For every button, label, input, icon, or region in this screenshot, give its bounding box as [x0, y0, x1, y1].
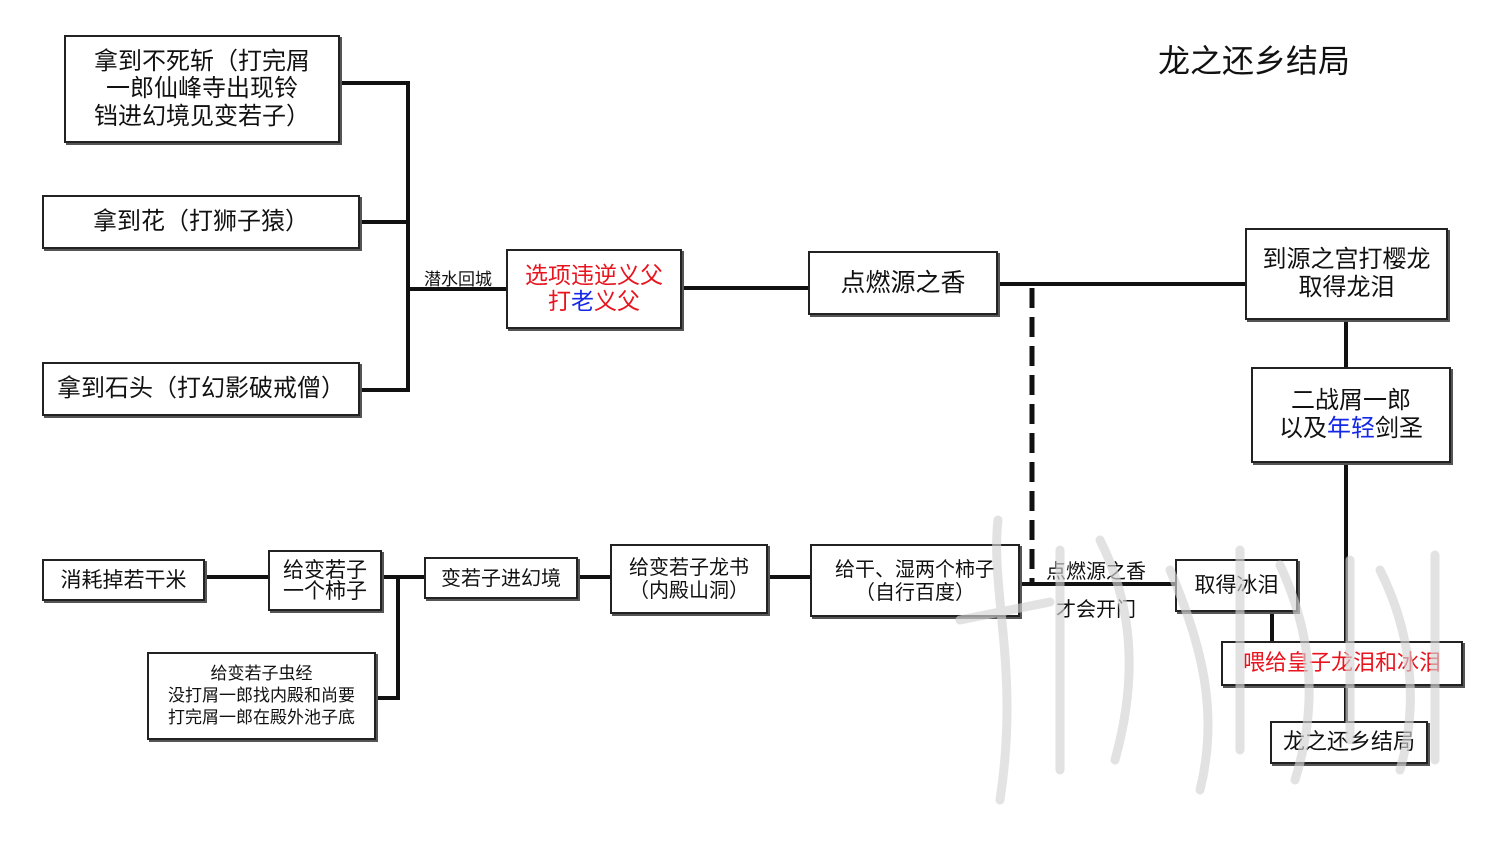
- node-text: 点燃源之香: [840, 267, 966, 297]
- node-text-line: 取得龙泪: [1298, 273, 1395, 301]
- label-dive-return: 潜水回城: [424, 270, 492, 290]
- node-text-line: 给变若子龙书: [629, 555, 749, 579]
- node-text-line: 到源之宫打樱龙: [1262, 245, 1431, 274]
- node-text-line: 给变若子: [283, 557, 367, 582]
- node-immortal-blade: 拿到不死斩（打完屑 一郎仙峰寺出现铃 铛进幻境见变若子）: [64, 35, 340, 143]
- text-fragment: 以及: [1279, 414, 1327, 442]
- node-text-line: 二战屑一郎: [1291, 386, 1411, 415]
- node-two-persimmons: 给干、湿两个柿子 （自行百度）: [810, 544, 1020, 617]
- diagram-title: 龙之还乡结局: [1158, 42, 1351, 80]
- node-text-line: 没打屑一郎找内殿和尚要: [168, 685, 355, 706]
- node-text-line: 一郎仙峰寺出现铃: [106, 74, 298, 103]
- node-text-line: 以及年轻剑圣: [1279, 414, 1423, 443]
- node-text-line: 选项违逆义父: [525, 262, 663, 289]
- node-text-line: （自行百度）: [855, 579, 975, 604]
- node-give-persimmon: 给变若子 一个柿子: [268, 550, 382, 611]
- text-fragment: 义父: [594, 289, 640, 315]
- node-text-line: 拿到不死斩（打完屑: [94, 46, 310, 75]
- node-sakura-dragon: 到源之宫打樱龙 取得龙泪: [1245, 228, 1448, 320]
- node-text: 拿到花（打狮子猿）: [93, 207, 309, 236]
- node-text-line: 打完屑一郎在殿外池子底: [168, 708, 355, 729]
- node-flower: 拿到花（打狮子猿）: [42, 195, 360, 249]
- node-text: 拿到石头（打幻影破戒僧）: [57, 374, 345, 403]
- node-stone: 拿到石头（打幻影破戒僧）: [42, 362, 360, 416]
- node-betray-father: 选项违逆义父 打老义父: [506, 249, 682, 329]
- node-text: 变若子进幻境: [441, 565, 561, 590]
- node-consume-rice: 消耗掉若干米: [42, 559, 205, 601]
- text-fragment: 剑圣: [1375, 414, 1423, 442]
- watermark-logo: [955, 515, 1440, 805]
- node-text-line: 给变若子虫经: [210, 663, 313, 684]
- text-fragment: 年轻: [1327, 414, 1375, 442]
- node-text-line: （内殿山洞）: [629, 578, 749, 602]
- node-text-line: 给干、湿两个柿子: [835, 556, 995, 581]
- node-text-line: 一个柿子: [283, 578, 367, 603]
- text-fragment: 老: [571, 289, 594, 315]
- node-enter-illusion: 变若子进幻境: [424, 557, 578, 599]
- node-isshin-fight: 二战屑一郎 以及年轻剑圣: [1251, 367, 1451, 463]
- node-light-incense: 点燃源之香: [808, 251, 998, 315]
- node-text: 消耗掉若干米: [60, 567, 187, 592]
- node-text-line: 打老义父: [548, 289, 640, 315]
- node-give-bug-scroll: 给变若子虫经 没打屑一郎找内殿和尚要 打完屑一郎在殿外池子底: [147, 652, 376, 740]
- node-text-line: 铛进幻境见变若子）: [94, 101, 310, 130]
- text-fragment: 打: [548, 289, 571, 315]
- node-dragon-book: 给变若子龙书 （内殿山洞）: [610, 544, 768, 614]
